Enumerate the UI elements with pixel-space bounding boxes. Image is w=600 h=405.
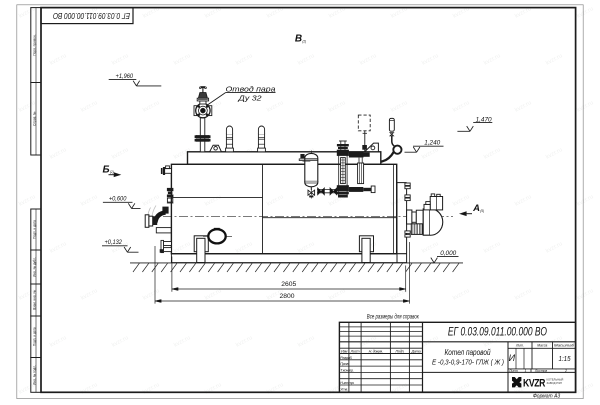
svg-text:Котел паровой: Котел паровой <box>445 347 491 357</box>
svg-text:Инв. № подл.: Инв. № подл. <box>32 365 36 385</box>
svg-text:(2): (2) <box>302 40 306 44</box>
svg-text:Масса: Масса <box>537 344 547 348</box>
svg-text:(5): (5) <box>480 209 484 213</box>
svg-text:Листов: Листов <box>534 369 548 373</box>
svg-text:Лит.: Лит. <box>515 344 524 348</box>
svg-text:Лист: Лист <box>508 369 518 373</box>
svg-text:В: В <box>295 33 302 44</box>
svg-text:Т.контр.: Т.контр. <box>340 368 353 372</box>
svg-text:Подп. и дата: Подп. и дата <box>32 220 36 239</box>
svg-text:Пров.: Пров. <box>340 362 349 366</box>
svg-text:КОТЕЛЬНЫЙ: КОТЕЛЬНЫЙ <box>547 378 564 382</box>
svg-text:Утв.: Утв. <box>340 387 348 391</box>
svg-text:+0,132: +0,132 <box>104 239 122 246</box>
svg-text:А: А <box>472 203 480 214</box>
svg-text:Взам. инв. №: Взам. инв. № <box>32 290 36 310</box>
svg-text:Подп.: Подп. <box>395 349 404 353</box>
svg-text:Лист: Лист <box>350 349 360 353</box>
svg-text:+1,960: +1,960 <box>116 73 134 80</box>
svg-text:Масштаб: Масштаб <box>554 344 574 348</box>
svg-text:+0,600: +0,600 <box>109 196 127 203</box>
svg-text:Формат А3: Формат А3 <box>533 394 561 400</box>
svg-text:ЗАВОД РЭП: ЗАВОД РЭП <box>547 381 562 385</box>
svg-text:Отвод пара: Отвод пара <box>225 84 275 93</box>
svg-text:Б: Б <box>102 165 109 176</box>
svg-text:0,000: 0,000 <box>440 250 457 257</box>
svg-text:1,470: 1,470 <box>476 117 493 124</box>
svg-text:ЕГ 0.03.09.011.00.000 ВО: ЕГ 0.03.09.011.00.000 ВО <box>448 326 547 338</box>
svg-text:И: И <box>509 353 516 363</box>
svg-text:1:15: 1:15 <box>559 356 571 363</box>
svg-text:ЕГ 0.03.09.011.00.000 ВО: ЕГ 0.03.09.011.00.000 ВО <box>53 11 130 20</box>
svg-text:(2): (2) <box>110 170 114 174</box>
svg-text:Ду 32: Ду 32 <box>237 94 261 103</box>
svg-text:Все размеры для справок: Все размеры для справок <box>367 315 420 321</box>
svg-text:KVZR: KVZR <box>523 377 546 389</box>
svg-text:Изм: Изм <box>341 349 348 353</box>
svg-text:Е -0,3-0,9-170- ГЛЖ ( Ж ): Е -0,3-0,9-170- ГЛЖ ( Ж ) <box>432 357 504 366</box>
svg-text:Инв. № дубл.: Инв. № дубл. <box>32 257 36 277</box>
svg-text:2800: 2800 <box>280 294 296 300</box>
svg-text:1: 1 <box>525 369 527 373</box>
svg-text:2: 2 <box>564 369 567 373</box>
svg-text:Н. докум.: Н. докум. <box>369 349 383 353</box>
svg-text:2605: 2605 <box>281 282 297 288</box>
svg-text:Подп. и дата: Подп. и дата <box>32 327 36 346</box>
svg-text:Дата: Дата <box>411 349 421 353</box>
svg-text:Перв. примен.: Перв. примен. <box>32 34 36 55</box>
svg-text:Справ. №: Справ. № <box>32 111 36 126</box>
svg-text:Н.контр.: Н.контр. <box>340 381 354 385</box>
svg-text:1,240: 1,240 <box>424 140 441 147</box>
svg-text:Разраб.: Разраб. <box>340 356 352 360</box>
